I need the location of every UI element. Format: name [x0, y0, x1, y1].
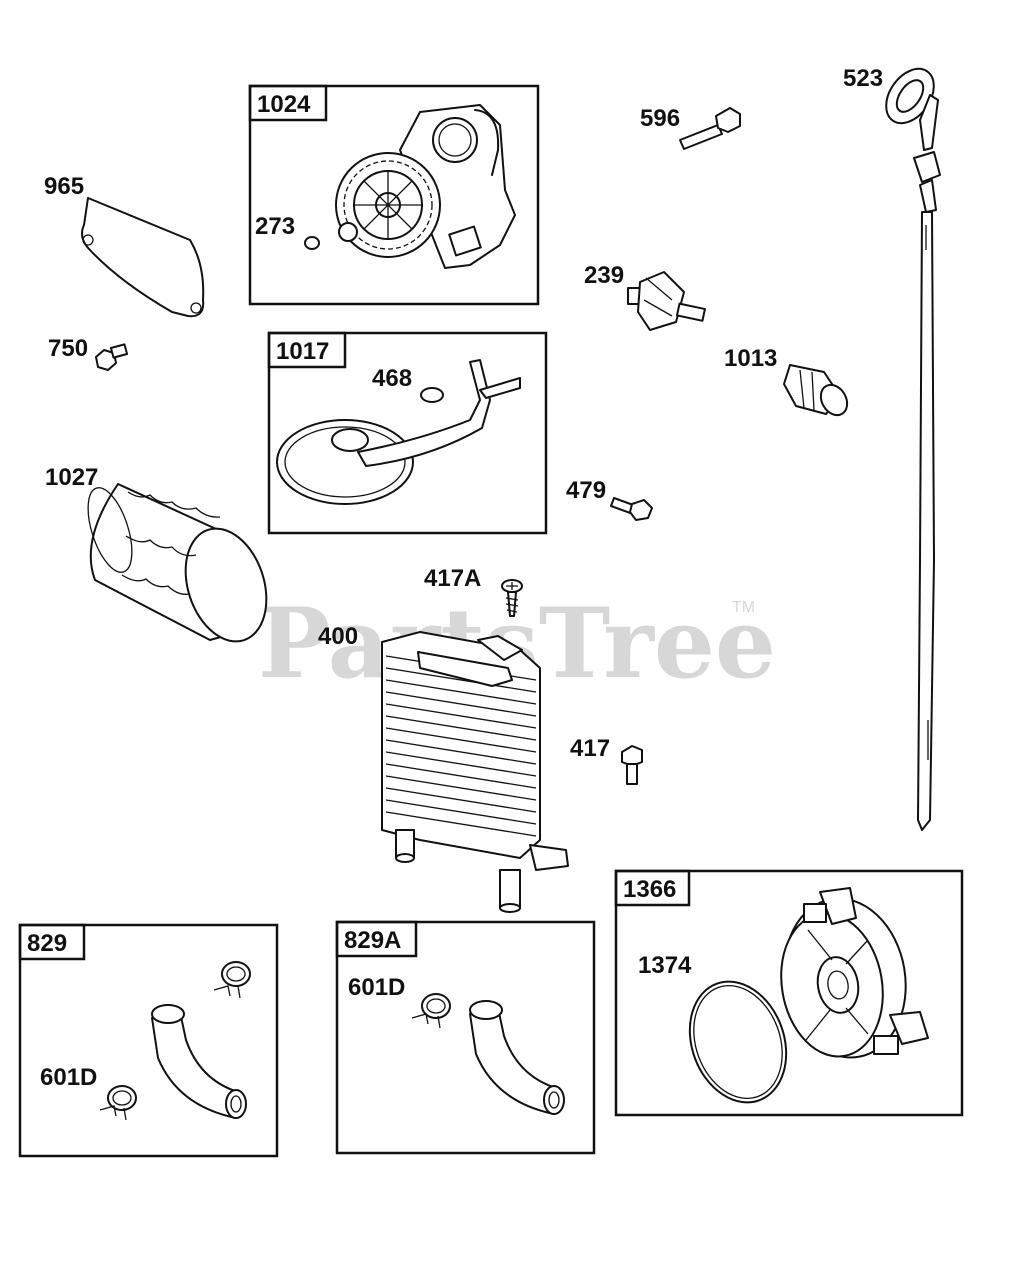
- box-1366[interactable]: 1366 1374: [614, 869, 964, 1117]
- callout-601D-829A: 601D: [348, 974, 451, 1029]
- svg-text:479: 479: [566, 477, 606, 504]
- svg-text:965: 965: [44, 173, 84, 200]
- callout-239: 239: [584, 262, 706, 331]
- box-label-1366: 1366: [623, 876, 676, 903]
- oil-pickup-illustration: [276, 359, 521, 505]
- box-1024[interactable]: 1024 273: [248, 84, 540, 306]
- callout-1013: 1013: [724, 345, 849, 417]
- svg-text:417: 417: [570, 735, 610, 762]
- callout-750: 750: [48, 335, 129, 371]
- svg-text:273: 273: [255, 213, 295, 240]
- oil-filter-illustration: [87, 483, 268, 643]
- svg-text:601D: 601D: [40, 1064, 97, 1091]
- oil-cooler-illustration: [381, 631, 569, 913]
- cooler-adapter-illustration: [780, 887, 929, 1059]
- svg-text:417A: 417A: [424, 565, 481, 592]
- callout-273: 273: [255, 213, 320, 250]
- callout-1027: 1027: [45, 464, 268, 643]
- svg-text:400: 400: [318, 623, 358, 650]
- box-1017[interactable]: 1017 468: [267, 331, 548, 535]
- svg-text:596: 596: [640, 105, 680, 132]
- box-label-829A: 829A: [344, 927, 401, 954]
- svg-text:1374: 1374: [638, 952, 692, 979]
- hose-illustration: [151, 1004, 247, 1119]
- callout-965: 965: [44, 173, 205, 318]
- svg-text:468: 468: [372, 365, 412, 392]
- box-label-829: 829: [27, 930, 67, 957]
- box-label-1017: 1017: [276, 338, 329, 365]
- svg-text:750: 750: [48, 335, 88, 362]
- svg-text:523: 523: [843, 65, 883, 92]
- hose-illustration-829A: [469, 1000, 565, 1115]
- svg-text:239: 239: [584, 262, 624, 289]
- svg-text:1013: 1013: [724, 345, 777, 372]
- box-829A[interactable]: 829A 601D: [335, 920, 596, 1155]
- clamp-illustration: [213, 961, 251, 999]
- callout-468: 468: [372, 365, 444, 403]
- callout-417A: 417A: [424, 565, 523, 617]
- box-label-1024: 1024: [257, 91, 311, 118]
- callout-596: 596: [640, 105, 741, 150]
- callout-523: 523: [843, 65, 941, 831]
- callout-417: 417: [570, 735, 643, 785]
- callout-1374: 1374: [638, 952, 788, 1104]
- svg-text:601D: 601D: [348, 974, 405, 1001]
- svg-text:1027: 1027: [45, 464, 98, 491]
- box-829[interactable]: 829 601D: [18, 923, 279, 1158]
- oil-pump-illustration: [335, 104, 516, 269]
- callout-601D-829: 601D: [40, 1064, 137, 1121]
- callout-479: 479: [566, 477, 653, 521]
- watermark-trademark: TM: [732, 599, 755, 616]
- callout-400: 400: [318, 623, 569, 913]
